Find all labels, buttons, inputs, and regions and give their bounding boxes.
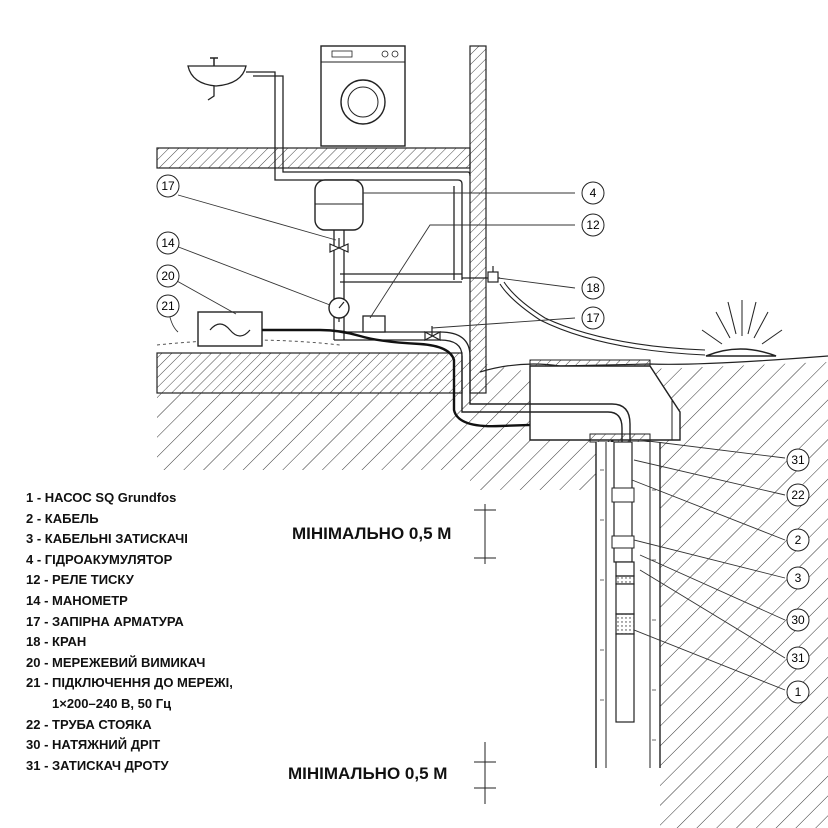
legend-item: 4 - ГІДРОАКУМУЛЯТОР bbox=[26, 551, 173, 567]
garden-sprinkler bbox=[701, 300, 783, 357]
callout-22: 22 bbox=[786, 483, 810, 507]
svg-text:20: 20 bbox=[161, 269, 175, 283]
svg-text:1: 1 bbox=[795, 685, 802, 699]
svg-text:17: 17 bbox=[586, 311, 600, 325]
legend-item: 12 - РЕЛЕ ТИСКУ bbox=[26, 572, 134, 588]
svg-text:4: 4 bbox=[590, 186, 597, 200]
callout-20: 20 bbox=[156, 264, 180, 288]
riser-pipe bbox=[611, 441, 635, 563]
supply-pipe bbox=[461, 356, 631, 470]
dimension-markers bbox=[474, 504, 496, 804]
legend-item: 2 - КАБЕЛЬ bbox=[26, 510, 99, 526]
submersible-pump bbox=[615, 561, 635, 723]
dimension-label-top: МІНІМАЛЬНО 0,5 М bbox=[292, 524, 452, 543]
callout-17-pipe: 17 bbox=[581, 306, 605, 330]
legend-item: 1 - НАСОС SQ Grundfos bbox=[26, 490, 177, 505]
leader-lines bbox=[167, 192, 786, 691]
svg-text:21: 21 bbox=[161, 299, 175, 313]
svg-text:12: 12 bbox=[586, 218, 600, 232]
svg-text:31: 31 bbox=[791, 453, 805, 467]
callout-31-bottom: 31 bbox=[786, 646, 810, 670]
svg-text:3: 3 bbox=[795, 571, 802, 585]
legend-item: 22 - ТРУБА СТОЯКА bbox=[26, 716, 152, 732]
legend-item: 17 - ЗАПІРНА АРМАТУРА bbox=[26, 613, 184, 629]
svg-text:30: 30 bbox=[791, 613, 805, 627]
callout-30: 30 bbox=[786, 608, 810, 632]
legend-item: 14 - МАНОМЕТР bbox=[26, 592, 128, 608]
callout-12: 12 bbox=[581, 213, 605, 237]
legend-item: 18 - КРАН bbox=[26, 634, 87, 650]
callout-17-top: 17 bbox=[156, 174, 180, 198]
callout-4: 4 bbox=[581, 181, 605, 205]
pressure-switch bbox=[362, 315, 386, 333]
tap bbox=[487, 266, 706, 356]
ceiling-slab bbox=[156, 147, 471, 169]
svg-text:22: 22 bbox=[791, 488, 805, 502]
legend-item: 1×200–240 В, 50 Гц bbox=[52, 695, 172, 711]
legend-item: 3 - КАБЕЛЬНІ ЗАТИСКАЧІ bbox=[26, 531, 188, 547]
callout-3: 3 bbox=[786, 566, 810, 590]
callout-2: 2 bbox=[786, 528, 810, 552]
callout-21: 21 bbox=[156, 294, 180, 318]
dim-area-background bbox=[470, 490, 596, 828]
washing-machine bbox=[320, 45, 406, 147]
pressure-gauge bbox=[328, 297, 350, 322]
legend-item: 30 - НАТЯЖНИЙ ДРІТ bbox=[26, 737, 161, 753]
callout-31-top: 31 bbox=[786, 448, 810, 472]
house-wall bbox=[469, 45, 487, 394]
callout-1: 1 bbox=[786, 680, 810, 704]
callout-14: 14 bbox=[156, 231, 180, 255]
shutoff-valve-tank bbox=[329, 238, 349, 253]
dimension-label-bottom: МІНІМАЛЬНО 0,5 М bbox=[288, 764, 448, 783]
svg-text:17: 17 bbox=[161, 179, 175, 193]
basement-floor bbox=[156, 339, 463, 394]
callout-18: 18 bbox=[581, 276, 605, 300]
pressure-tank bbox=[314, 179, 364, 231]
sink bbox=[187, 57, 247, 101]
legend-item: 21 - ПІДКЛЮЧЕННЯ ДО МЕРЕЖІ, bbox=[26, 675, 233, 691]
svg-text:31: 31 bbox=[791, 651, 805, 665]
legend-item: 20 - МЕРЕЖЕВИЙ ВИМИКАЧ bbox=[26, 654, 206, 670]
mains-switch bbox=[197, 311, 263, 347]
callouts: 17 14 20 21 4 12 18 17 31 22 2 3 30 31 1 bbox=[156, 174, 810, 704]
well-pit bbox=[529, 359, 681, 443]
legend-background bbox=[0, 470, 470, 828]
svg-text:2: 2 bbox=[795, 533, 802, 547]
legend-item: 31 - ЗАТИСКАЧ ДРОТУ bbox=[26, 757, 169, 773]
legend-list: 1 - НАСОС SQ Grundfos 2 - КАБЕЛЬ 3 - КАБ… bbox=[26, 488, 233, 776]
svg-text:14: 14 bbox=[161, 236, 175, 250]
svg-text:18: 18 bbox=[586, 281, 600, 295]
